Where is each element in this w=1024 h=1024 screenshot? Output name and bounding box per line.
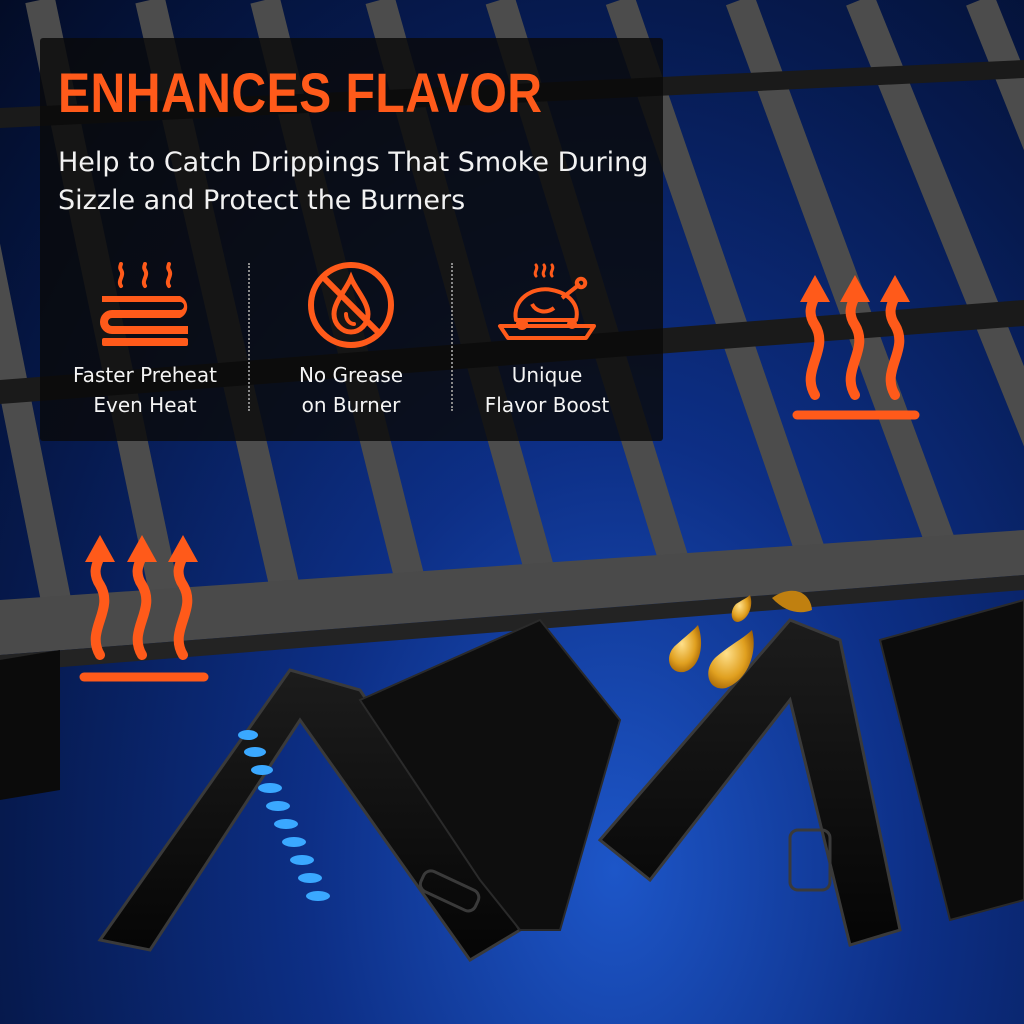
rising-heat-icon-left xyxy=(79,550,209,682)
feature-flavor: Unique Flavor Boost xyxy=(452,260,642,430)
feature-no-grease-line-2: on Burner xyxy=(301,393,401,417)
info-panel: ENHANCES FLAVOR Help to Catch Drippings … xyxy=(40,38,663,441)
feature-preheat-label: Faster Preheat Even Heat xyxy=(50,360,240,420)
feature-flavor-line-1: Unique xyxy=(511,363,583,387)
no-grease-icon xyxy=(308,262,394,348)
heat-plate-icon xyxy=(100,262,188,346)
subtitle: Help to Catch Drippings That Smoke Durin… xyxy=(58,144,658,220)
divider-1 xyxy=(248,263,250,411)
rising-heat-arrowheads-left xyxy=(85,535,198,562)
subtitle-line-2: Sizzle and Protect the Burners xyxy=(58,185,466,216)
feature-flavor-label: Unique Flavor Boost xyxy=(452,360,642,420)
feature-no-grease-label: No Grease on Burner xyxy=(256,360,446,420)
feature-no-grease: No Grease on Burner xyxy=(256,260,446,430)
headline: ENHANCES FLAVOR xyxy=(58,61,543,124)
divider-2 xyxy=(451,263,453,411)
feature-preheat-line-2: Even Heat xyxy=(93,393,197,417)
feature-no-grease-line-1: No Grease xyxy=(298,363,404,387)
feature-flavor-line-2: Flavor Boost xyxy=(484,393,610,417)
feature-preheat-line-1: Faster Preheat xyxy=(73,363,217,387)
flavorizer-bars xyxy=(0,598,1024,963)
roast-turkey-icon xyxy=(498,263,596,340)
rising-heat-arrowheads-right xyxy=(800,275,910,302)
subtitle-line-1: Help to Catch Drippings That Smoke Durin… xyxy=(58,147,649,178)
feature-preheat: Faster Preheat Even Heat xyxy=(50,260,240,430)
grease-drop-icon xyxy=(669,590,812,689)
burner-flame-icon xyxy=(238,730,330,901)
